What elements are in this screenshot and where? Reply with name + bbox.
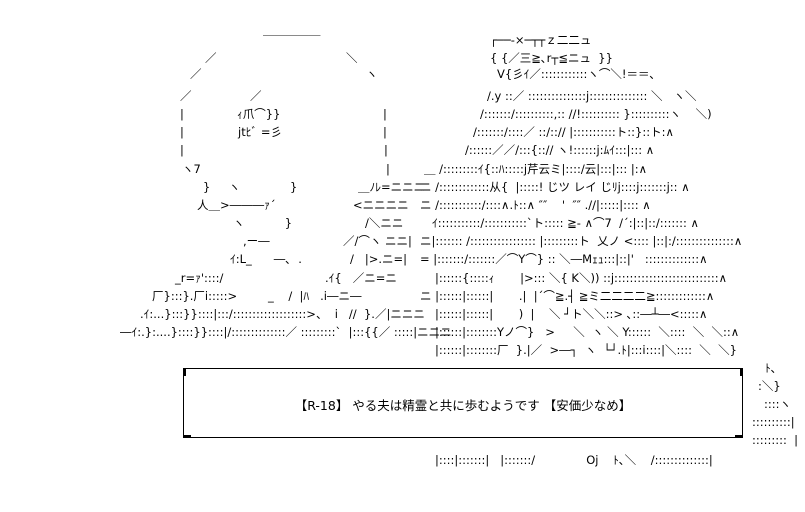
art-line: | <box>180 143 184 157</box>
box-left-border <box>183 368 184 438</box>
art-line: ヽ <box>366 67 378 81</box>
art-line: ﾄ､ <box>765 361 777 375</box>
art-line: |::::::|::::::| ) | ＼ ┘ト＼＼::> ､::―┴―<:::… <box>435 307 708 321</box>
art-line: ニ|::::::: /::::::::::::::::: |:::::::::ト… <box>420 234 743 248</box>
art-line: 人＿>―――ｧ´ <box>197 198 276 212</box>
art-line: ::::ヽ <box>764 397 791 411</box>
title-box: 【R-18】 やる夫は精霊と共に歩むようです 【安価少なめ】 <box>183 368 743 438</box>
art-line: | <box>180 107 184 121</box>
art-line: /::::::／／/:::{::// ヽ!::::::j:ﾑｲ:::|::: ∧ <box>465 143 655 157</box>
art-line: ::::::::: | <box>752 433 799 447</box>
art-line: } ヽ <box>203 180 241 194</box>
art-line: |::::::|::::::::厂 }.|／ >―┐ ヽ └┘.ﾄ|:::i::… <box>435 343 737 357</box>
art-line: | <box>384 143 388 157</box>
art-line: .ｲ:...}:::}}::::|:::/:::::::::::::::::::… <box>140 307 425 321</box>
art-line: |::::::{:::::ｨ |>::: ＼{ K＼)) ::j::::::::… <box>435 271 728 285</box>
art-line: ｨ爪⌒}} <box>237 107 281 121</box>
art-line: ニ /:::::::::::::从{ |:::::! じツ レイ じﾘj::::… <box>420 180 690 194</box>
art-line: /:::::::/::::::::::,:: //!:::::::::: }::… <box>480 107 712 121</box>
art-line: |::::::|::::::::Yノ⌒} > ＼ ヽ ＼ Y:::::: ＼::… <box>435 325 740 339</box>
art-line: ヽ } <box>233 216 293 230</box>
art-line: ニ /:::::::::::/::::∧.ﾄ::∧ ″″ ' ″″ .//|::… <box>420 198 651 212</box>
art-line: V{彡ｲ／::::::::::::ヽ⌒＼!＝＝､ <box>497 67 656 81</box>
box-corner <box>740 368 743 376</box>
art-line: /.y ::／ :::::::::::::::j::::::::::::::: … <box>487 89 697 103</box>
art-line: ／ <box>190 67 202 81</box>
art-line: = |:::::::/:::::::／⌒Y⌒} :: ＼―Mｪｭ:::|::|'… <box>420 252 708 266</box>
title-text: 【R-18】 やる夫は精霊と共に歩むようです 【安価少なめ】 <box>294 398 632 413</box>
art-line: /:::::::/::::／ ::/::// |:::::::::::ト::}:… <box>473 125 674 139</box>
art-line: ,ー― <box>243 234 270 248</box>
art-line: ＿ﾉﾚ=ニニニ <box>358 180 426 194</box>
art-line: _ / |ﾊ .i―ニ― <box>268 289 362 303</box>
art-line: ｲ:L_ ―､ . <box>230 252 302 266</box>
art-line: ／/⌒ヽ ニニ| <box>343 234 412 248</box>
art-line: ｲ:::::::::::/:::::::::::`ト::::: ≧- ∧⌒7 /… <box>432 216 699 230</box>
art-line: |::::|:::::::| |:::::::/ Oj ﾄ､＼ /:::::::… <box>435 453 713 467</box>
art-line: ┌──‐×─┬┬ｚ二二ュ <box>490 33 592 47</box>
art-line: ::::::::::| <box>752 415 795 429</box>
art-line: .ｲ{ ／ニ=ニ <box>325 271 397 285</box>
art-line: ＿ /:::::::::ｲ{::ﾊ:::::j芹云ミ|::::/云|:::|::… <box>424 162 648 176</box>
box-corner <box>735 435 743 438</box>
art-line: ／ <box>180 89 192 103</box>
art-line: ＼ <box>346 51 358 65</box>
art-line: /＼ニニ <box>365 216 404 230</box>
art-line: 厂}:::}.厂i:::::> <box>152 289 238 303</box>
art-line: _r=ｧ'::::/ <box>175 271 224 285</box>
art-line: ＿＿＿＿＿ <box>263 23 321 37</box>
art-line: :＼} <box>758 379 781 393</box>
art-line: { {／三≧､r┬≦ニュ }} <box>490 51 613 65</box>
art-line: jtﾋﾞ =彡 <box>238 125 282 139</box>
box-corner <box>183 435 191 438</box>
art-line: ヽ7 <box>182 162 201 176</box>
art-line: ニ |::::::|::::::| .| |´⌒≧.┤ ≧ミ二二二二≧:::::… <box>420 289 715 303</box>
art-line: | <box>383 107 387 121</box>
art-line: ―ｲ:.}:....}::::}}::::|/::::::::::::::／ :… <box>120 325 452 339</box>
box-top-border <box>183 368 743 369</box>
art-line: ／ <box>205 51 217 65</box>
art-line: / |>.ニ=| <box>350 252 408 266</box>
box-corner <box>183 368 186 376</box>
art-line: | <box>386 162 390 176</box>
box-bottom-border <box>183 437 743 438</box>
art-line: | <box>383 125 387 139</box>
art-line: | <box>180 125 184 139</box>
art-line: } <box>290 180 298 194</box>
art-line: <ニニニニ <box>353 198 409 212</box>
art-line: ／ <box>250 89 262 103</box>
box-right-border <box>742 368 743 438</box>
